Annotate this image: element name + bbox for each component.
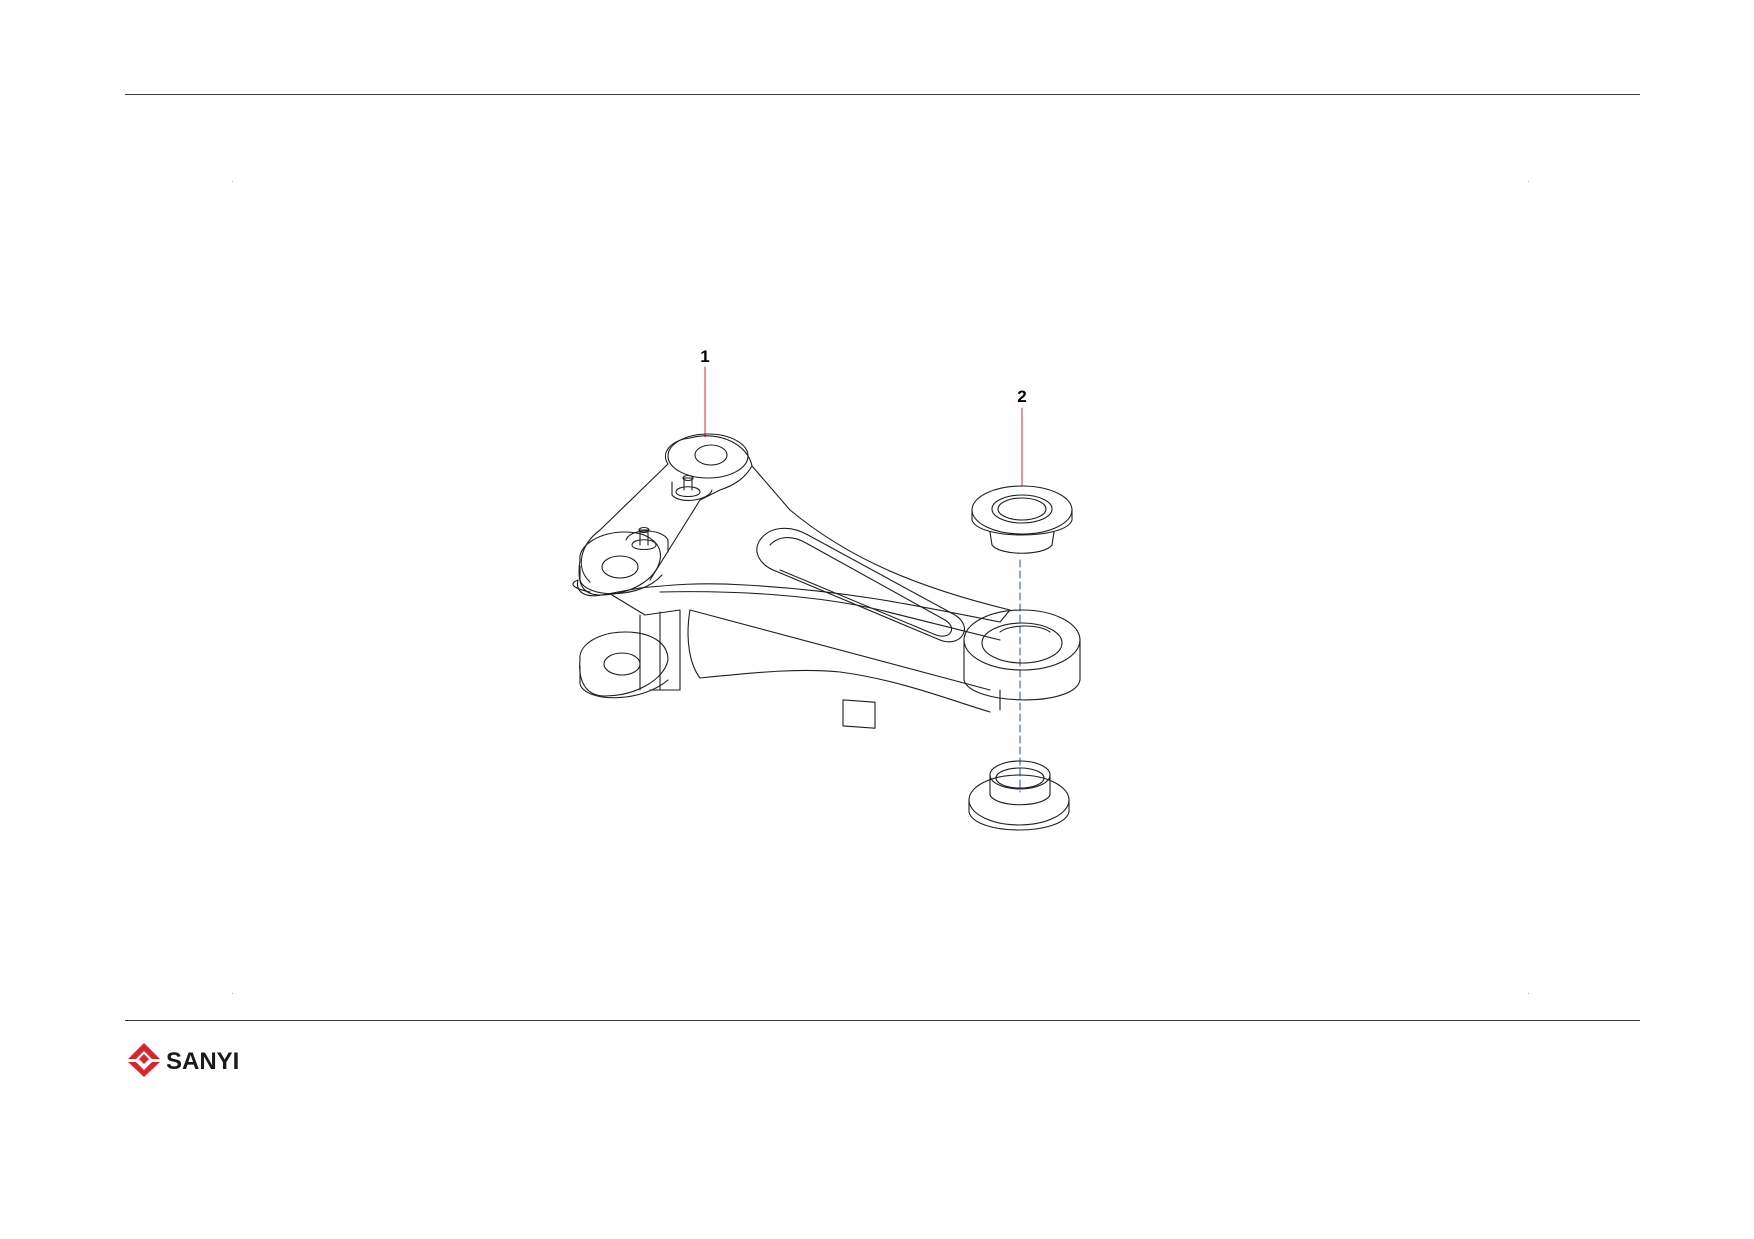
header-rule bbox=[125, 94, 1640, 95]
callout-label-2: 2 bbox=[1017, 387, 1027, 406]
corner-mark bbox=[232, 993, 233, 994]
corner-mark bbox=[1528, 993, 1529, 994]
bushing-lower bbox=[968, 760, 1070, 831]
link-arm-part bbox=[572, 433, 1081, 729]
callout-label-1: 1 bbox=[700, 347, 710, 366]
bushing-upper bbox=[971, 485, 1073, 554]
sanyi-logo: SANYI bbox=[126, 1041, 266, 1079]
brand-name: SANYI bbox=[166, 1048, 239, 1075]
corner-mark bbox=[1528, 181, 1529, 182]
corner-mark bbox=[232, 181, 233, 182]
sanyi-logo-mark: SANYI bbox=[128, 1043, 239, 1077]
footer-rule bbox=[125, 1020, 1640, 1021]
